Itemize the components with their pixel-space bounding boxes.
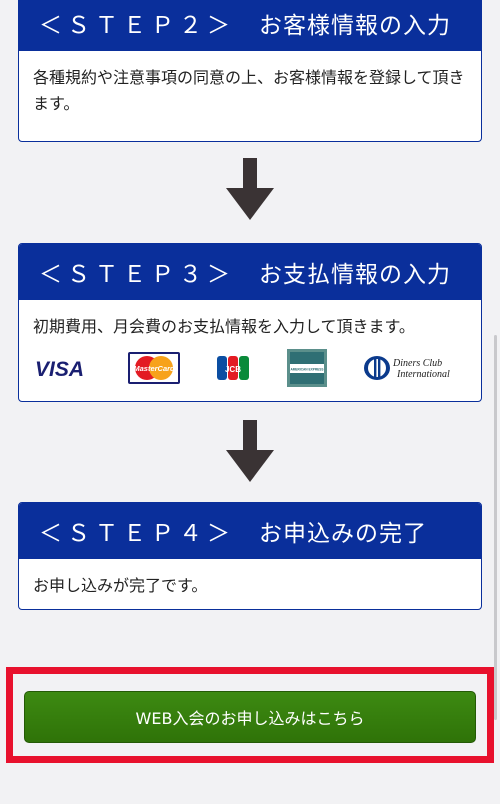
step-2-description: 各種規約や注意事項の同意の上、お客様情報を登録して頂きます。 xyxy=(33,68,465,113)
web-signup-button-label: WEB入会のお申し込みはこちら xyxy=(135,709,365,728)
step-4-card: ＜ＳＴＥＰ４＞ お申込みの完了 お申し込みが完了です。 xyxy=(18,502,482,610)
amex-logo-icon: AMERICAN EXPRESS xyxy=(286,349,327,387)
arrow-down-icon xyxy=(226,158,274,220)
step-3-header: ＜ＳＴＥＰ３＞ お支払情報の入力 xyxy=(19,244,481,300)
step-2-header: ＜ＳＴＥＰ２＞ お客様情報の入力 xyxy=(19,0,481,51)
visa-logo-icon: VISA xyxy=(33,356,91,380)
jcb-logo-text: JCB xyxy=(225,365,241,374)
scrollbar[interactable] xyxy=(494,335,497,720)
step-4-title: お申込みの完了 xyxy=(259,521,427,547)
step-3-label: ＜ＳＴＥＰ３＞ xyxy=(39,262,235,288)
cta-highlight-frame: WEB入会のお申し込みはこちら xyxy=(6,667,494,763)
step-2-card: ＜ＳＴＥＰ２＞ お客様情報の入力 各種規約や注意事項の同意の上、お客様情報を登録… xyxy=(18,0,482,142)
step-4-description: お申し込みが完了です。 xyxy=(33,576,208,595)
visa-logo-text: VISA xyxy=(35,358,84,380)
step-3-description: 初期費用、月会費のお支払情報を入力して頂きます。 xyxy=(33,317,415,336)
step-2-label: ＜ＳＴＥＰ２＞ xyxy=(39,13,235,39)
mastercard-logo-icon: MasterCard xyxy=(127,352,180,384)
step-4-label: ＜ＳＴＥＰ４＞ xyxy=(39,521,235,547)
step-3-card: ＜ＳＴＥＰ３＞ お支払情報の入力 初期費用、月会費のお支払情報を入力して頂きます… xyxy=(18,243,482,402)
web-signup-button[interactable]: WEB入会のお申し込みはこちら xyxy=(24,691,476,743)
card-brand-logos: VISA MasterCard JCB xyxy=(19,342,481,390)
step-2-title: お客様情報の入力 xyxy=(259,13,451,39)
amex-logo-text: AMERICAN EXPRESS xyxy=(290,368,323,372)
step-4-header: ＜ＳＴＥＰ４＞ お申込みの完了 xyxy=(19,503,481,559)
step-3-title: お支払情報の入力 xyxy=(259,262,451,288)
jcb-logo-icon: JCB xyxy=(216,354,250,382)
arrow-down-icon xyxy=(226,420,274,482)
mastercard-logo-text: MasterCard xyxy=(133,364,175,373)
